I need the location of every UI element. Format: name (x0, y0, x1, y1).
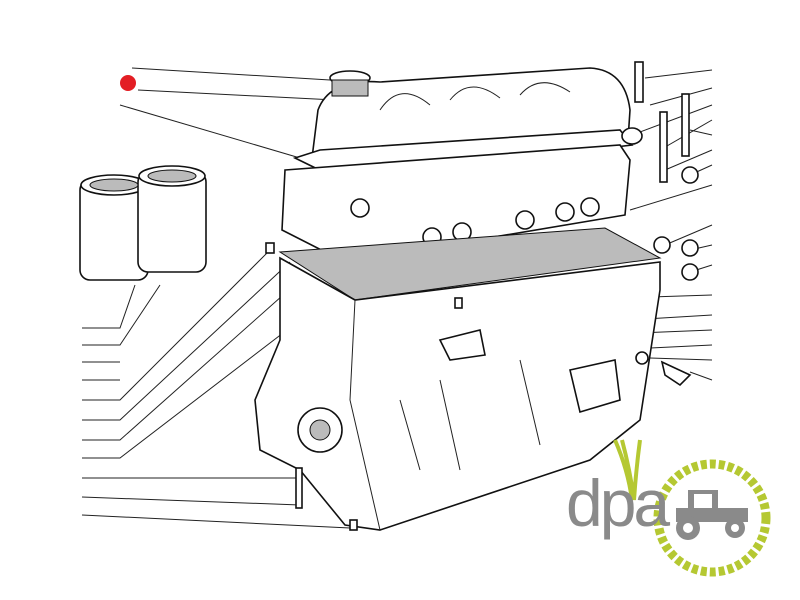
tractor-icon (676, 490, 748, 540)
dpa-logo (613, 439, 771, 577)
highlight-marker (120, 75, 136, 91)
cylinder-head (281, 144, 631, 263)
engine-block (254, 256, 661, 531)
head-gasket (278, 227, 662, 301)
leader-lines-left (81, 67, 351, 529)
bolts (265, 61, 699, 531)
logo-text: dpa (566, 466, 670, 540)
cylinder-liners (79, 165, 207, 281)
